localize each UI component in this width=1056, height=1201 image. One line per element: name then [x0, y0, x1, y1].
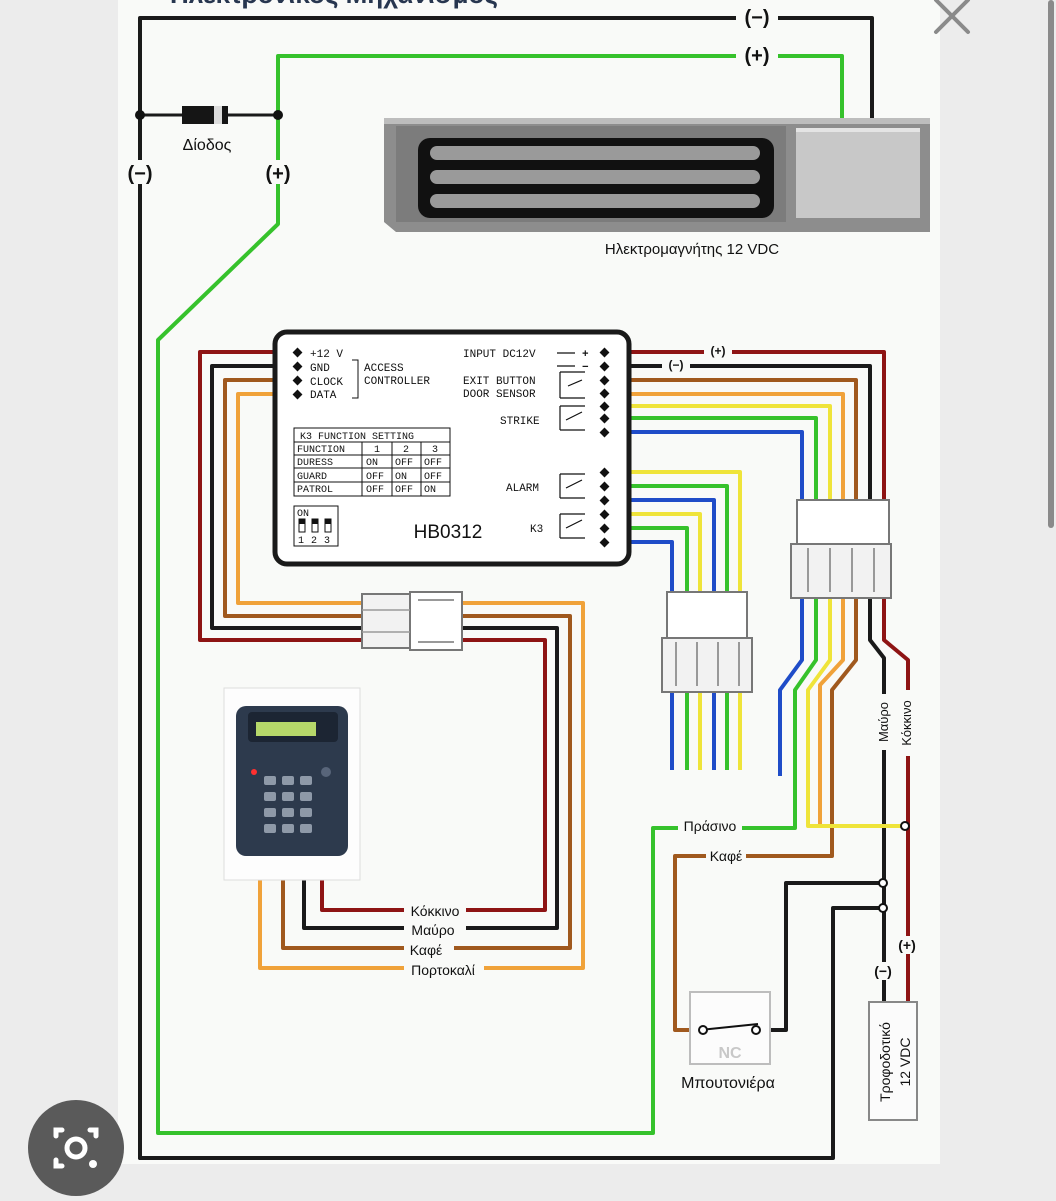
nc-label: NC [718, 1045, 742, 1062]
strike-label: STRIKE [500, 416, 540, 428]
magnet-positive-wire [156, 54, 844, 1135]
junction-dots [878, 821, 910, 913]
keypad-reader [223, 687, 361, 881]
supply-negative-return [138, 906, 885, 1160]
input-minus-label: (−) [669, 358, 684, 372]
dip-on-label: ON [297, 509, 309, 520]
supply-minus-label: (−) [874, 963, 892, 979]
polarity-minus-left: (−) [128, 163, 153, 185]
scrollbar-thumb[interactable] [1048, 0, 1054, 528]
terminal-clock: CLOCK [310, 377, 343, 389]
green-wire-label: Πράσινο [684, 818, 737, 834]
wiring-diagram-svg: Ηλεκτρονικός Μηχανισμός Δίοδος (−) (+) (… [119, 0, 930, 1160]
electromagnet [384, 118, 930, 232]
k3-function-table: K3 FUNCTION SETTING FUNCTION 1 2 3 DURES… [293, 427, 451, 497]
magnet-negative-wire [138, 16, 874, 1160]
k3-label: K3 [530, 524, 543, 536]
supply-plus-label: (+) [898, 937, 916, 953]
power-supply-line1: Τροφοδοτικό [877, 1022, 893, 1102]
brown-wire-label: Καφέ [710, 848, 743, 864]
k3-header-function: FUNCTION [297, 445, 345, 456]
google-lens-icon [53, 1127, 99, 1169]
k3-row-guard-3: OFF [424, 472, 442, 483]
output-terminals [599, 347, 610, 548]
exit-button-label: EXIT BUTTON [463, 376, 536, 388]
controller-label: CONTROLLER [364, 376, 430, 388]
access-label: ACCESS [364, 363, 404, 375]
k3-row-duress-2: OFF [395, 458, 413, 469]
black-wire-label: Μαύρο [876, 702, 891, 742]
k3-header-2: 2 [403, 445, 409, 456]
input-plus-sign: + [582, 349, 589, 361]
k3-row-patrol-3: ON [424, 485, 436, 496]
input-minus-sign: − [582, 362, 589, 374]
terminal-data: DATA [310, 390, 337, 402]
alarm-label: ALARM [506, 483, 539, 495]
connector-right-upper [790, 499, 892, 599]
keypad-wire-red-label: Κόκκινο [411, 903, 460, 919]
controller-model: HB0312 [414, 522, 483, 543]
dip-2: 2 [311, 536, 317, 547]
k3-row-duress-3: OFF [424, 458, 442, 469]
header-partial-text: Ηλεκτρονικός Μηχανισμός [170, 0, 498, 9]
keypad-wire-black-label: Μαύρο [411, 922, 454, 938]
diode [135, 106, 283, 124]
polarity-plus-top: (+) [745, 45, 770, 67]
k3-row-patrol-1: OFF [366, 485, 384, 496]
polarity-plus-left: (+) [266, 163, 291, 185]
connector-right-lower [661, 591, 753, 693]
wiring-diagram: Ηλεκτρονικός Μηχανισμός Δίοδος (−) (+) (… [118, 0, 940, 1164]
dip-switch: ON 1 2 3 [293, 505, 339, 547]
k3-header-1: 1 [374, 445, 380, 456]
red-wire-label: Κόκκινο [899, 700, 914, 745]
k3-row-patrol: PATROL [297, 485, 333, 496]
input-plus-label: (+) [711, 344, 726, 358]
k3-row-guard-1: OFF [366, 472, 384, 483]
k3-table-title: K3 FUNCTION SETTING [300, 432, 414, 443]
close-icon [934, 0, 970, 34]
polarity-minus-top: (−) [745, 7, 770, 29]
power-supply [868, 1001, 918, 1121]
connector-left [361, 591, 463, 651]
dip-1: 1 [298, 536, 304, 547]
button-label: Μπουτονιέρα [681, 1075, 775, 1092]
keypad-wire-brown-label: Καφέ [410, 942, 443, 958]
terminal-gnd: GND [310, 363, 330, 375]
keypad-wire-orange-label: Πορτοκαλί [411, 962, 475, 978]
power-supply-line2: 12 VDC [897, 1037, 913, 1086]
terminal-12v: +12 V [310, 349, 343, 361]
dip-3: 3 [324, 536, 330, 547]
k3-row-guard: GUARD [297, 472, 327, 483]
diode-label: Δίοδος [183, 137, 232, 154]
k3-header-3: 3 [432, 445, 438, 456]
input-dc12v-label: INPUT DC12V [463, 349, 536, 361]
k3-row-duress: DURESS [297, 458, 333, 469]
close-button[interactable] [926, 0, 978, 38]
controller-hb0312 [272, 329, 632, 567]
keypad-wire-labels: Κόκκινο Μαύρο Καφέ Πορτοκαλί [404, 903, 484, 978]
nc-button-contact [698, 1023, 761, 1035]
k3-row-guard-2: ON [395, 472, 407, 483]
k3-row-duress-1: ON [366, 458, 378, 469]
k3-row-patrol-2: OFF [395, 485, 413, 496]
relay-symbols [559, 371, 585, 539]
google-lens-button[interactable] [28, 1100, 124, 1196]
door-sensor-label: DOOR SENSOR [463, 389, 536, 401]
magnet-label: Ηλεκτρομαγνήτης 12 VDC [605, 241, 779, 258]
